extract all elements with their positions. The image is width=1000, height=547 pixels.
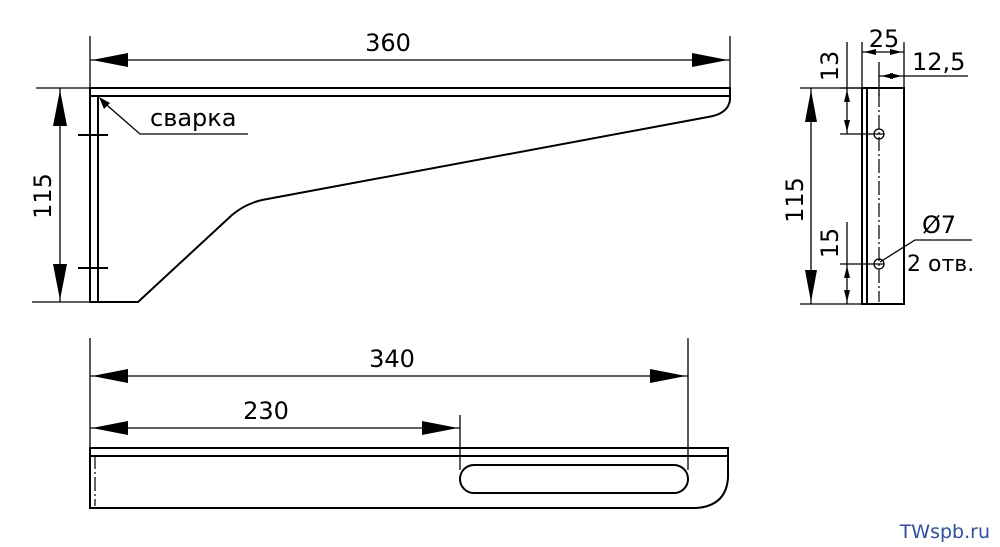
arrow-head bbox=[844, 290, 850, 302]
watermark: TWspb.ru bbox=[899, 521, 990, 543]
slot bbox=[459, 464, 689, 494]
dim-hole-offset-x: 12,5 bbox=[912, 48, 965, 76]
arrow-head bbox=[805, 270, 817, 302]
arrow-head bbox=[864, 49, 876, 55]
side-view: 360 115 сварка bbox=[29, 29, 731, 303]
top-view: 340 230 bbox=[89, 338, 729, 509]
arrow-head bbox=[844, 90, 850, 102]
hole-count-label: 2 отв. bbox=[907, 252, 974, 277]
dim-overall-length: 360 bbox=[365, 29, 411, 57]
dim-bracket-height: 115 bbox=[29, 173, 57, 219]
weld-leader bbox=[100, 99, 248, 135]
arrow-head bbox=[92, 421, 128, 435]
dim-plate-height: 115 bbox=[781, 177, 809, 223]
dim-bottom-length: 340 bbox=[369, 345, 415, 373]
arrow-head bbox=[890, 49, 902, 55]
dim-hole-top-offset: 13 bbox=[816, 51, 844, 82]
arrow-head bbox=[844, 120, 850, 132]
plate-outline bbox=[861, 87, 905, 305]
arrow-head bbox=[92, 369, 128, 383]
arrow-head bbox=[53, 90, 67, 126]
arrow-head bbox=[650, 369, 686, 383]
arrow-head bbox=[890, 73, 902, 79]
dim-hole-bottom-offset: 15 bbox=[816, 228, 844, 259]
arrow-head bbox=[805, 90, 817, 122]
top-view-outline bbox=[89, 447, 729, 509]
arrow-head bbox=[844, 266, 850, 278]
weld-label: сварка bbox=[150, 104, 236, 132]
hole-leader bbox=[879, 239, 972, 263]
bracket-outline bbox=[89, 87, 731, 303]
dim-slot-start: 230 bbox=[243, 397, 289, 425]
arrow-head bbox=[422, 421, 458, 435]
arrow-head bbox=[53, 264, 67, 300]
dim-plate-width: 25 bbox=[869, 25, 900, 53]
hole-diameter-label: Ø7 bbox=[922, 211, 956, 239]
arrow-head bbox=[92, 53, 128, 67]
arrow-head bbox=[692, 53, 728, 67]
end-view: 25 12,5 13 115 15 Ø7 2 отв. bbox=[781, 25, 974, 305]
